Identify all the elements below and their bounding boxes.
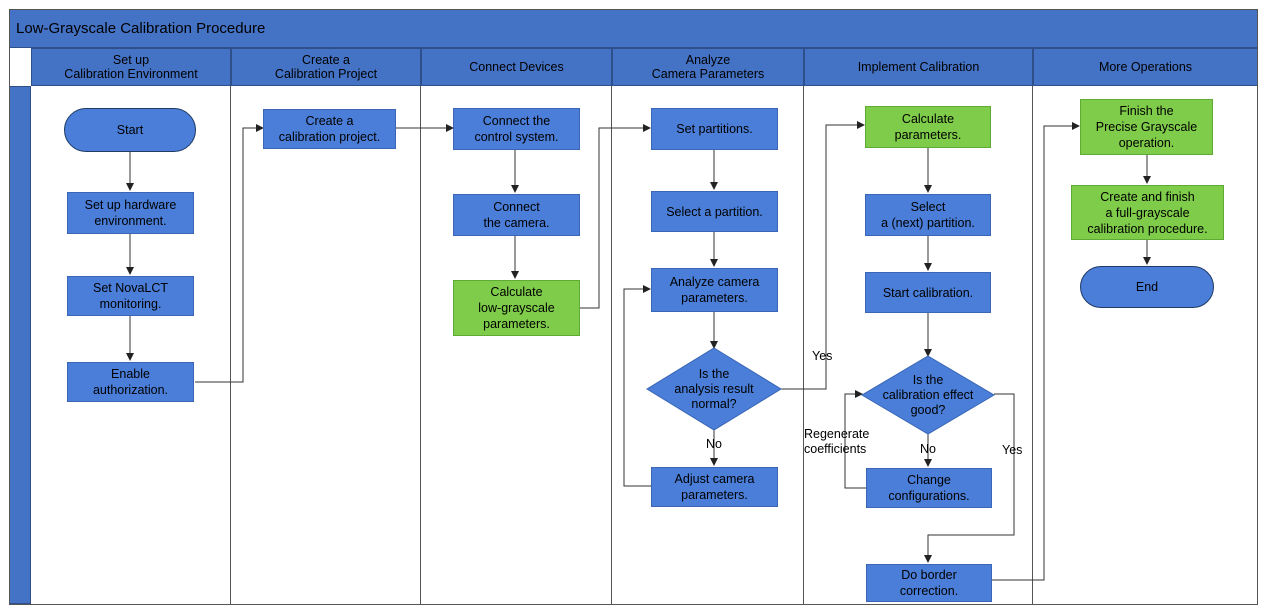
lane-header-connect-devices: Connect Devices (421, 48, 612, 86)
end-terminal: End (1080, 266, 1214, 308)
label-no-good: No (920, 442, 936, 456)
arrow-decision-yes (781, 121, 865, 390)
decision-good-text: Is the calibration effect good? (882, 372, 974, 417)
lane-implement (804, 86, 1033, 604)
arrow-good-yes (924, 393, 1015, 563)
node-adjust-params: Adjust camera parameters. (651, 467, 778, 507)
page-title: Low-Grayscale Calibration Procedure (16, 20, 266, 37)
label-yes-good: Yes (1002, 443, 1023, 457)
node-connect-camera: Connect the camera. (453, 194, 580, 236)
decision-analysis-text: Is the analysis result normal? (674, 366, 754, 411)
decision-analysis-normal (646, 347, 782, 431)
lane-header-create-project: Create a Calibration Project (231, 48, 421, 86)
node-set-partitions: Set partitions. (651, 108, 778, 150)
node-set-novalct: Set NovaLCT monitoring. (67, 276, 194, 316)
node-border-correction: Do border correction. (866, 564, 992, 602)
lane-connect-devices (421, 86, 612, 604)
lane-header-implement: Implement Calibration (804, 48, 1033, 86)
title-bar: Low-Grayscale Calibration Procedure (9, 9, 1258, 48)
label-no-normal: No (706, 437, 722, 451)
node-analyze-params: Analyze camera parameters. (651, 268, 778, 312)
decision-calibration-good (861, 355, 995, 435)
label-regenerate: Regenerate coefficients (804, 427, 870, 456)
node-calc-lowgray: Calculate low-grayscale parameters. (453, 280, 580, 336)
node-full-grayscale: Create and finish a full-grayscale calib… (1071, 185, 1224, 240)
label-yes-normal: Yes (812, 349, 833, 363)
lane-header-more: More Operations (1033, 48, 1258, 86)
lane-analyze (612, 86, 804, 604)
lane-setup (31, 86, 231, 604)
lane-create-project (231, 86, 421, 604)
node-change-config: Change configurations. (866, 468, 992, 508)
node-select-partition: Select a partition. (651, 191, 778, 232)
arrow-adjust-loop (623, 285, 651, 487)
start-terminal: Start (64, 108, 196, 152)
lane-header-analyze: Analyze Camera Parameters (612, 48, 804, 86)
node-setup-hardware: Set up hardware environment. (67, 192, 194, 234)
node-start-calibration: Start calibration. (865, 272, 991, 313)
node-connect-control: Connect the control system. (453, 108, 580, 150)
node-finish-precise: Finish the Precise Grayscale operation. (1080, 99, 1213, 155)
arrow-regenerate-loop (844, 390, 866, 489)
arrow-calc-to-partitions (580, 124, 651, 309)
node-enable-auth: Enable authorization. (67, 362, 194, 402)
arrow-border-to-finish (992, 122, 1080, 581)
node-select-next: Select a (next) partition. (865, 194, 991, 236)
node-create-project: Create a calibration project. (263, 109, 396, 149)
lane-header-setup: Set up Calibration Environment (31, 48, 231, 86)
node-calc-params: Calculate parameters. (865, 106, 991, 148)
arrow-auth-to-project (195, 124, 264, 383)
